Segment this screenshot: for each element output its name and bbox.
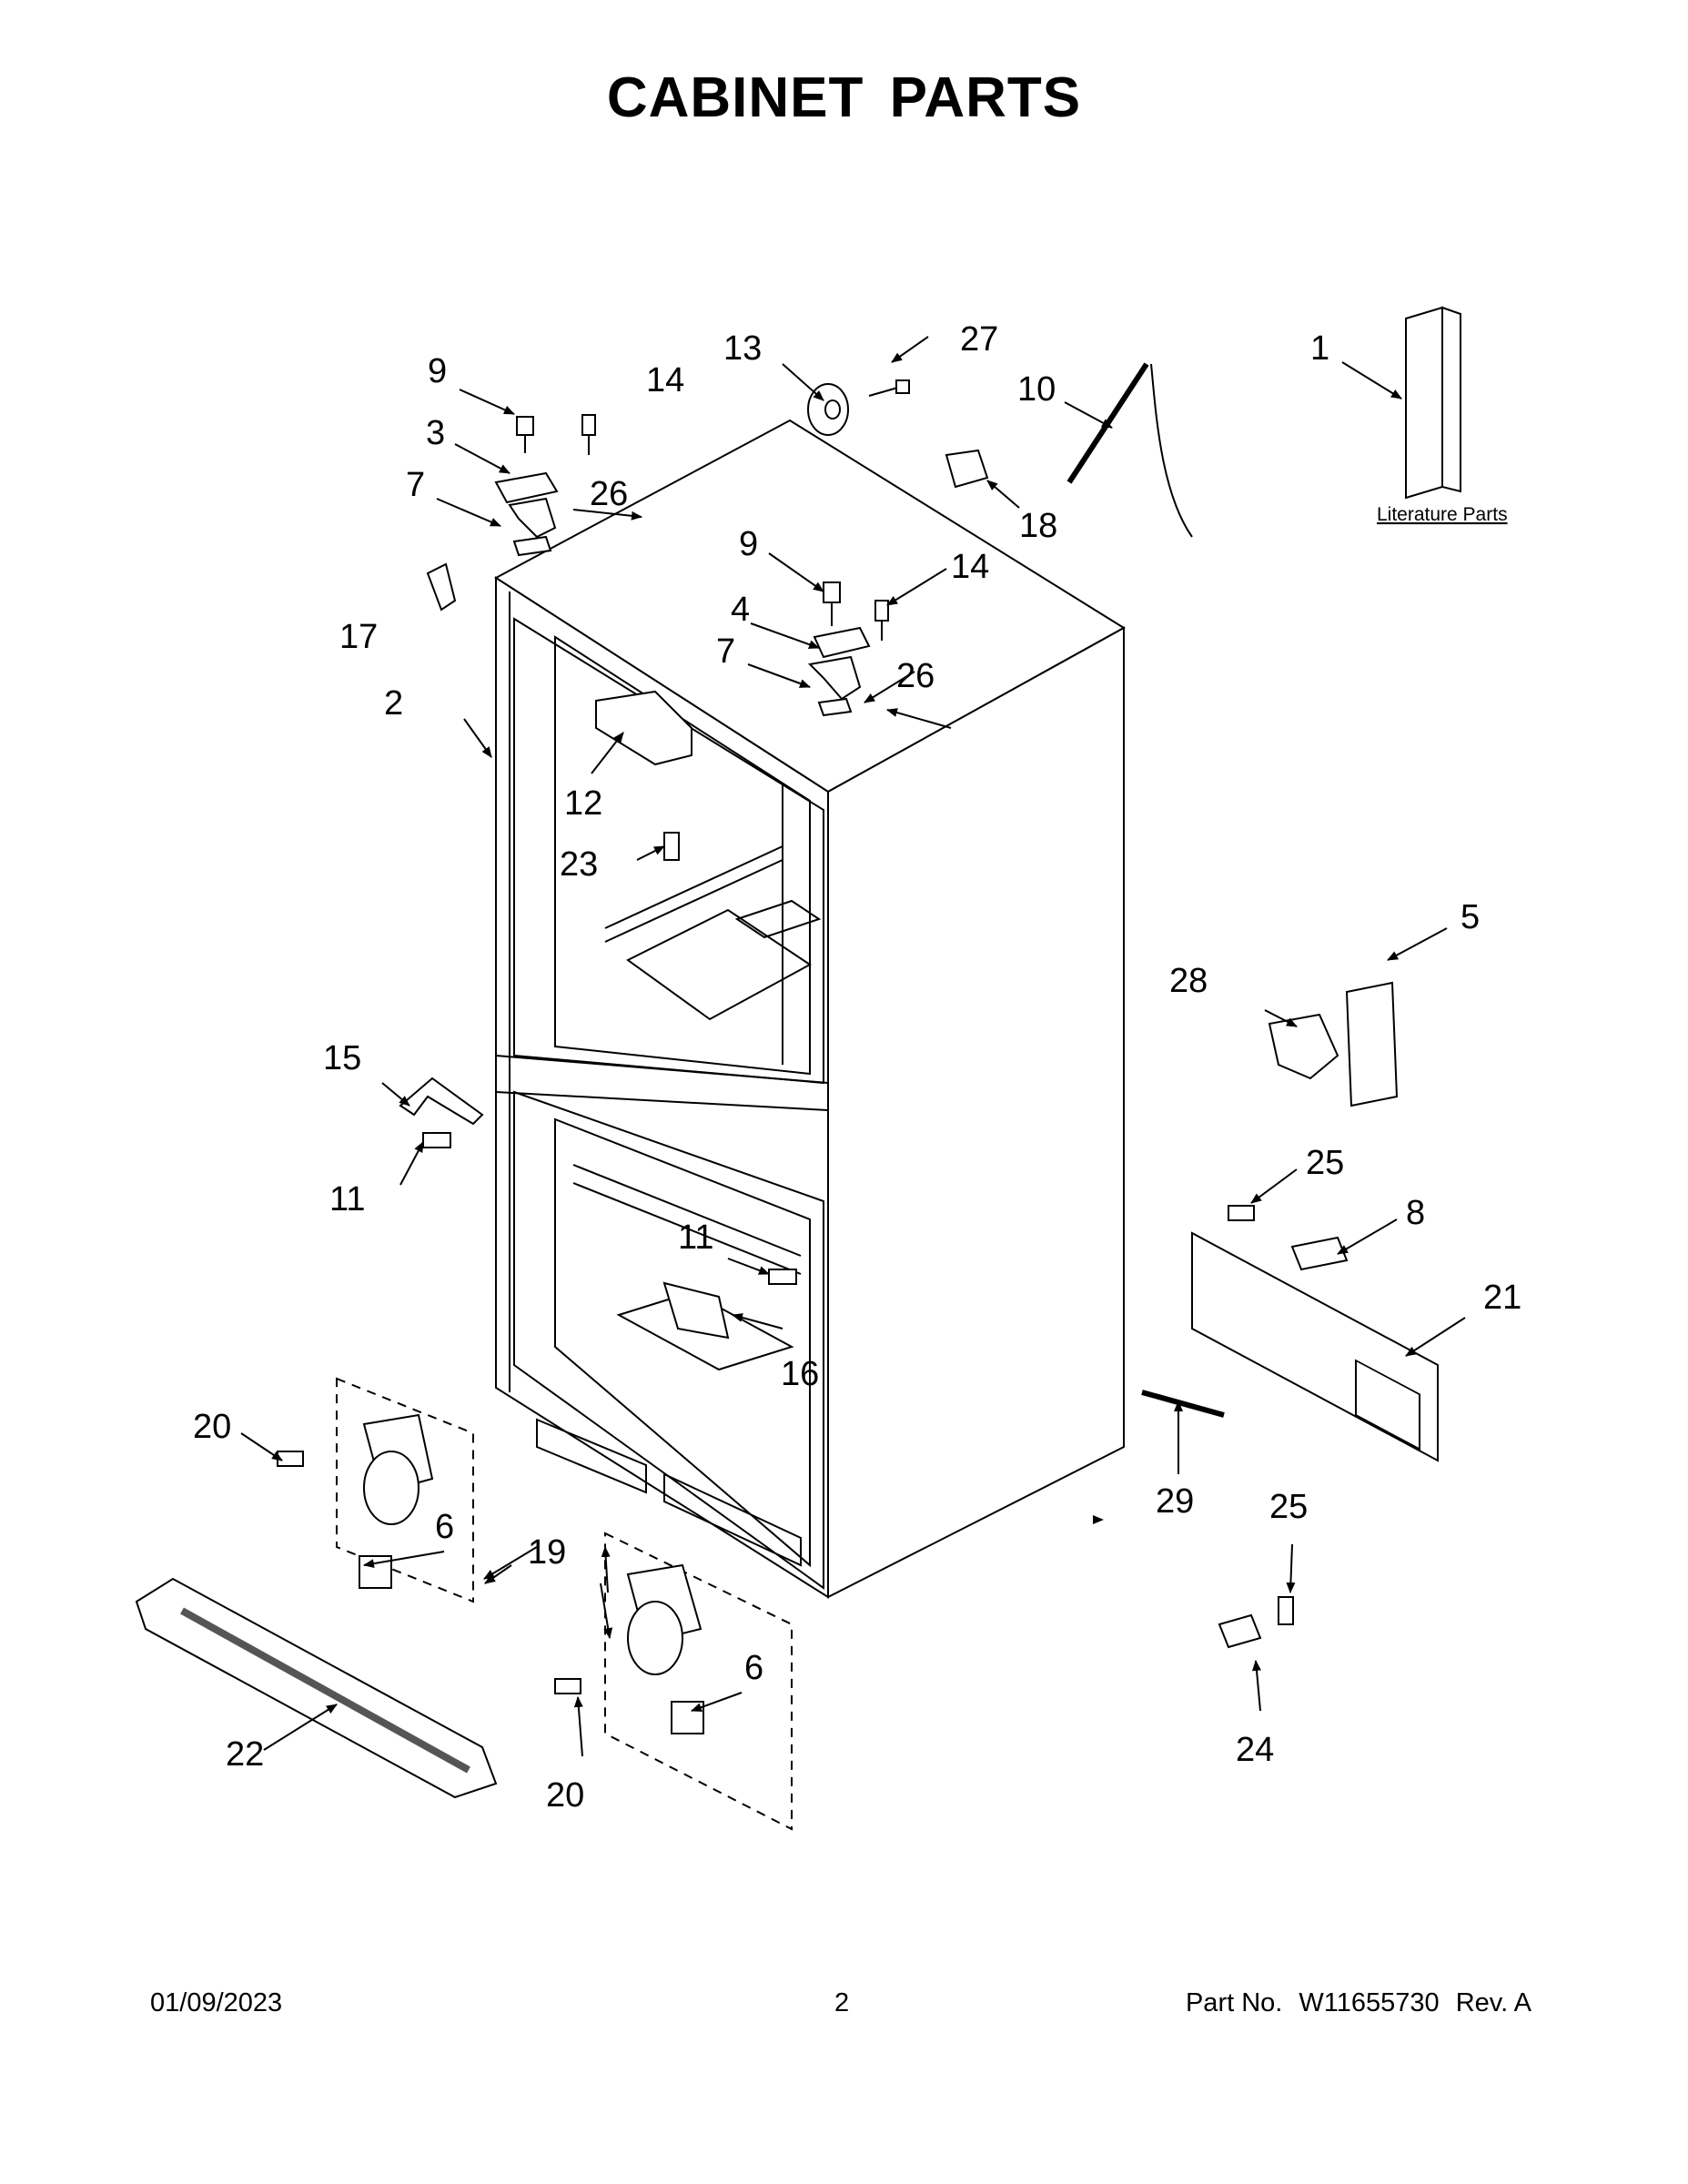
callout-21: 21 <box>1483 1279 1521 1317</box>
footer-revision: Rev. A <box>1455 1988 1531 2017</box>
callout-14-left: 14 <box>646 361 684 399</box>
callout-26-right: 26 <box>896 657 935 695</box>
top-left-hinge <box>494 414 596 557</box>
literature-parts-label: Literature Parts <box>1377 504 1508 525</box>
callout-1: 1 <box>1310 329 1329 368</box>
callout-13: 13 <box>723 329 762 368</box>
callout-20-left: 20 <box>193 1408 231 1446</box>
callout-12: 12 <box>564 784 602 823</box>
callout-labels: 1 2 3 4 5 6 6 7 7 8 9 9 10 11 11 12 13 1… <box>193 320 1521 1815</box>
callout-5: 5 <box>1461 898 1480 936</box>
callout-29: 29 <box>1156 1482 1194 1521</box>
callout-10: 10 <box>1017 370 1056 409</box>
footer-part-label: Part No. <box>1185 1988 1283 2017</box>
toe-grille <box>135 1577 498 1799</box>
callout-24: 24 <box>1236 1731 1274 1769</box>
roller-assemblies <box>277 1377 793 1831</box>
callout-6-right: 6 <box>744 1649 763 1687</box>
callout-28: 28 <box>1169 962 1208 1000</box>
callout-14-right: 14 <box>951 548 989 586</box>
callout-16: 16 <box>781 1355 819 1393</box>
footer-part-info: Part No. W11655730 Rev. A <box>1177 1988 1531 2018</box>
callout-4: 4 <box>731 591 750 629</box>
callout-17: 17 <box>339 618 378 656</box>
callout-25-bottom: 25 <box>1269 1488 1308 1526</box>
callout-9-right: 9 <box>739 525 758 563</box>
small-parts <box>399 306 1461 1649</box>
callout-20-right: 20 <box>546 1776 584 1815</box>
callout-8: 8 <box>1406 1194 1425 1232</box>
footer-date: 01/09/2023 <box>150 1988 283 2017</box>
callout-11-left: 11 <box>329 1180 365 1218</box>
footer-page-number: 2 <box>834 1988 850 2017</box>
callout-19: 19 <box>528 1533 566 1572</box>
callout-22: 22 <box>226 1735 264 1774</box>
callout-2: 2 <box>384 684 403 723</box>
cabinet-body <box>494 419 1126 1599</box>
callout-25-top: 25 <box>1306 1144 1344 1182</box>
callout-7-left: 7 <box>406 466 425 504</box>
callout-9-left: 9 <box>428 352 447 390</box>
callout-15: 15 <box>323 1039 361 1077</box>
page-title: CABINET PARTS <box>606 66 1082 129</box>
callout-11-right: 11 <box>678 1218 713 1257</box>
callout-23: 23 <box>560 845 598 884</box>
callout-7-right: 7 <box>716 632 735 671</box>
callout-27: 27 <box>960 320 998 359</box>
callout-26-left: 26 <box>590 475 628 513</box>
footer-part-number: W11655730 <box>1299 1988 1440 2017</box>
callout-6-left: 6 <box>435 1508 454 1546</box>
callout-18: 18 <box>1019 507 1057 545</box>
leader-arrows <box>240 336 1466 1757</box>
callout-3: 3 <box>426 414 445 452</box>
top-right-hinge <box>807 581 889 717</box>
